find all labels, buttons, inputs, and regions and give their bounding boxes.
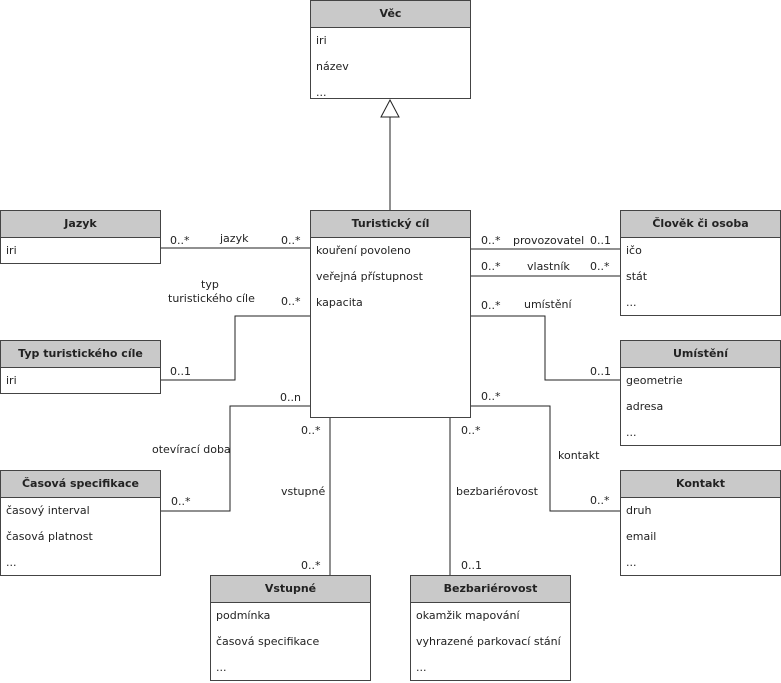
class-name: Bezbariérovost xyxy=(411,576,570,603)
generalization-arrowhead xyxy=(380,98,400,118)
attribute: kouření povoleno xyxy=(316,244,411,257)
association-name: vlastník xyxy=(527,260,570,273)
multiplicity-label: 0..* xyxy=(301,424,321,437)
attribute: název xyxy=(316,60,349,73)
class-kontakt: Kontakt druh email ... xyxy=(620,470,781,576)
class-vec: Věc iri název ... xyxy=(310,0,471,99)
multiplicity-label: 0..1 xyxy=(170,365,191,378)
attribute: ... xyxy=(626,556,637,569)
multiplicity-label: 0..* xyxy=(170,234,190,247)
multiplicity-label: 0..* xyxy=(281,234,301,247)
multiplicity-label: 0..1 xyxy=(461,559,482,572)
line-umisteni xyxy=(471,315,620,381)
class-bezbarierovost: Bezbariérovost okamžik mapování vyhrazen… xyxy=(410,575,571,681)
association-name: umístění xyxy=(524,298,572,311)
attribute: časový interval xyxy=(6,504,90,517)
association-name: kontakt xyxy=(558,449,600,462)
association-name: otevírací doba xyxy=(152,443,231,456)
attribute: podmínka xyxy=(216,609,271,622)
association-name: vstupné xyxy=(281,485,326,498)
multiplicity-label: 0..* xyxy=(281,295,301,308)
multiplicity-label: 0..* xyxy=(171,495,191,508)
attribute: ... xyxy=(416,661,427,674)
multiplicity-label: 0..* xyxy=(301,559,321,572)
multiplicity-label: 0..* xyxy=(590,260,610,273)
class-turisticky-cil: Turistický cíl kouření povoleno veřejná … xyxy=(310,210,471,418)
attribute: stát xyxy=(626,270,648,283)
line-oteviraci xyxy=(161,405,310,512)
attribute: vyhrazené parkovací stání xyxy=(416,635,561,648)
attribute: geometrie xyxy=(626,374,683,387)
association-name: bezbariérovost xyxy=(456,485,538,498)
class-name: Kontakt xyxy=(621,471,780,498)
attribute: adresa xyxy=(626,400,664,413)
class-umisteni: Umístění geometrie adresa ... xyxy=(620,340,781,446)
line-typ xyxy=(161,315,310,381)
attribute: ... xyxy=(6,556,17,569)
attribute: iri xyxy=(6,374,17,387)
class-typ-turistickeho-cile: Typ turistického cíle iri xyxy=(0,340,161,394)
class-name: Jazyk xyxy=(1,211,160,238)
class-name: Věc xyxy=(311,1,470,28)
multiplicity-label: 0..n xyxy=(280,391,301,404)
multiplicity-label: 0..* xyxy=(481,299,501,312)
class-name: Člověk či osoba xyxy=(621,211,780,238)
attribute: veřejná přístupnost xyxy=(316,270,423,283)
attribute: email xyxy=(626,530,657,543)
multiplicity-label: 0..* xyxy=(481,260,501,273)
association-name: provozovatel xyxy=(513,234,585,247)
multiplicity-label: 0..1 xyxy=(590,365,611,378)
association-name: typ xyxy=(201,278,219,291)
class-name: Vstupné xyxy=(211,576,370,603)
attribute: časová platnost xyxy=(6,530,93,543)
class-casova-specifikace: Časová specifikace časový interval časov… xyxy=(0,470,161,576)
attribute: iri xyxy=(316,34,327,47)
attribute: druh xyxy=(626,504,652,517)
class-name: Časová specifikace xyxy=(1,471,160,498)
class-clovek-ci-osoba: Člověk či osoba ičo stát ... xyxy=(620,210,781,316)
association-name: turistického cíle xyxy=(168,292,255,305)
class-name: Umístění xyxy=(621,341,780,368)
attribute: ... xyxy=(626,296,637,309)
attribute: ičo xyxy=(626,244,642,257)
class-name: Turistický cíl xyxy=(311,211,470,238)
multiplicity-label: 0..* xyxy=(590,494,610,507)
association-name: jazyk xyxy=(220,232,249,245)
class-name: Typ turistického cíle xyxy=(1,341,160,368)
multiplicity-label: 0..* xyxy=(481,234,501,247)
class-jazyk: Jazyk iri xyxy=(0,210,161,264)
multiplicity-label: 0..* xyxy=(481,390,501,403)
attribute: iri xyxy=(6,244,17,257)
multiplicity-label: 0..* xyxy=(461,424,481,437)
attribute: časová specifikace xyxy=(216,635,320,648)
attribute: okamžik mapování xyxy=(416,609,520,622)
line-kontakt xyxy=(471,405,620,512)
multiplicity-label: 0..1 xyxy=(590,234,611,247)
attribute: ... xyxy=(316,86,327,99)
attribute: ... xyxy=(216,661,227,674)
class-vstupne: Vstupné podmínka časová specifikace ... xyxy=(210,575,371,681)
attribute: kapacita xyxy=(316,296,363,309)
attribute: ... xyxy=(626,426,637,439)
